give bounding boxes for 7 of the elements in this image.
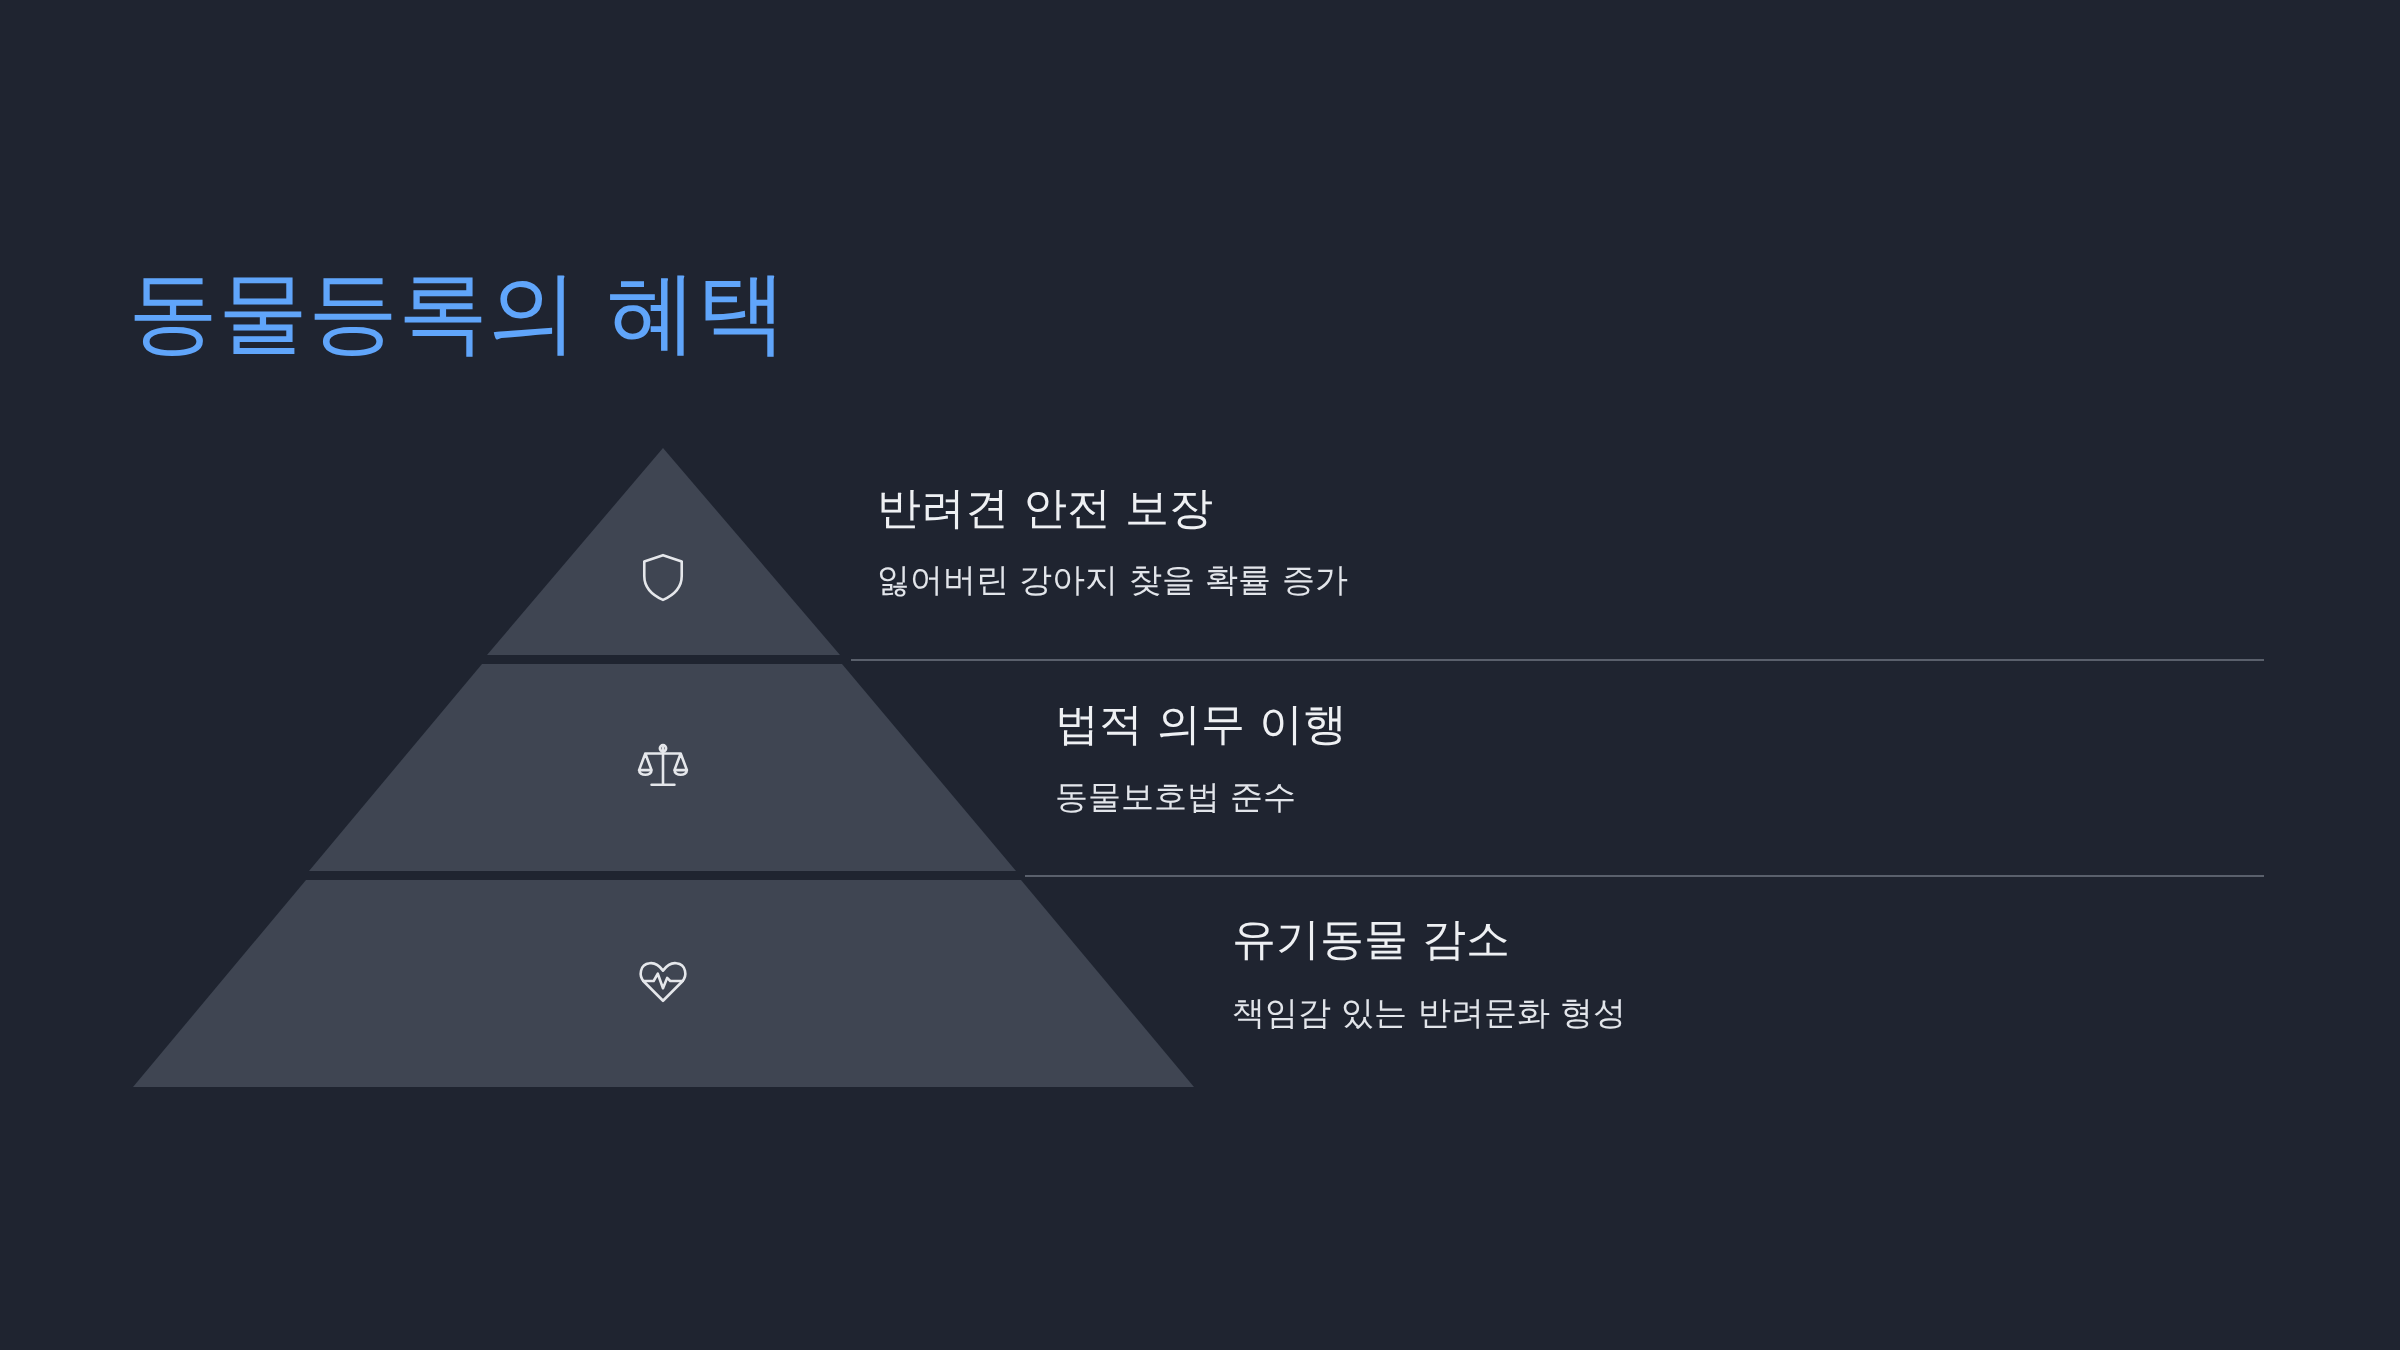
slide-title: 동물등록의 혜택 [128, 258, 787, 366]
tier-heading: 법적 의무 이행 [1055, 698, 1347, 751]
tier-description: 동물보호법 준수 [1055, 777, 1297, 817]
tier-heading: 유기동물 감소 [1232, 913, 1510, 966]
tier-heading: 반려견 안전 보장 [877, 482, 1213, 535]
tier-description: 잃어버린 강아지 찾을 확률 증가 [877, 560, 1348, 600]
tier-description: 책임감 있는 반려문화 형성 [1232, 993, 1627, 1033]
